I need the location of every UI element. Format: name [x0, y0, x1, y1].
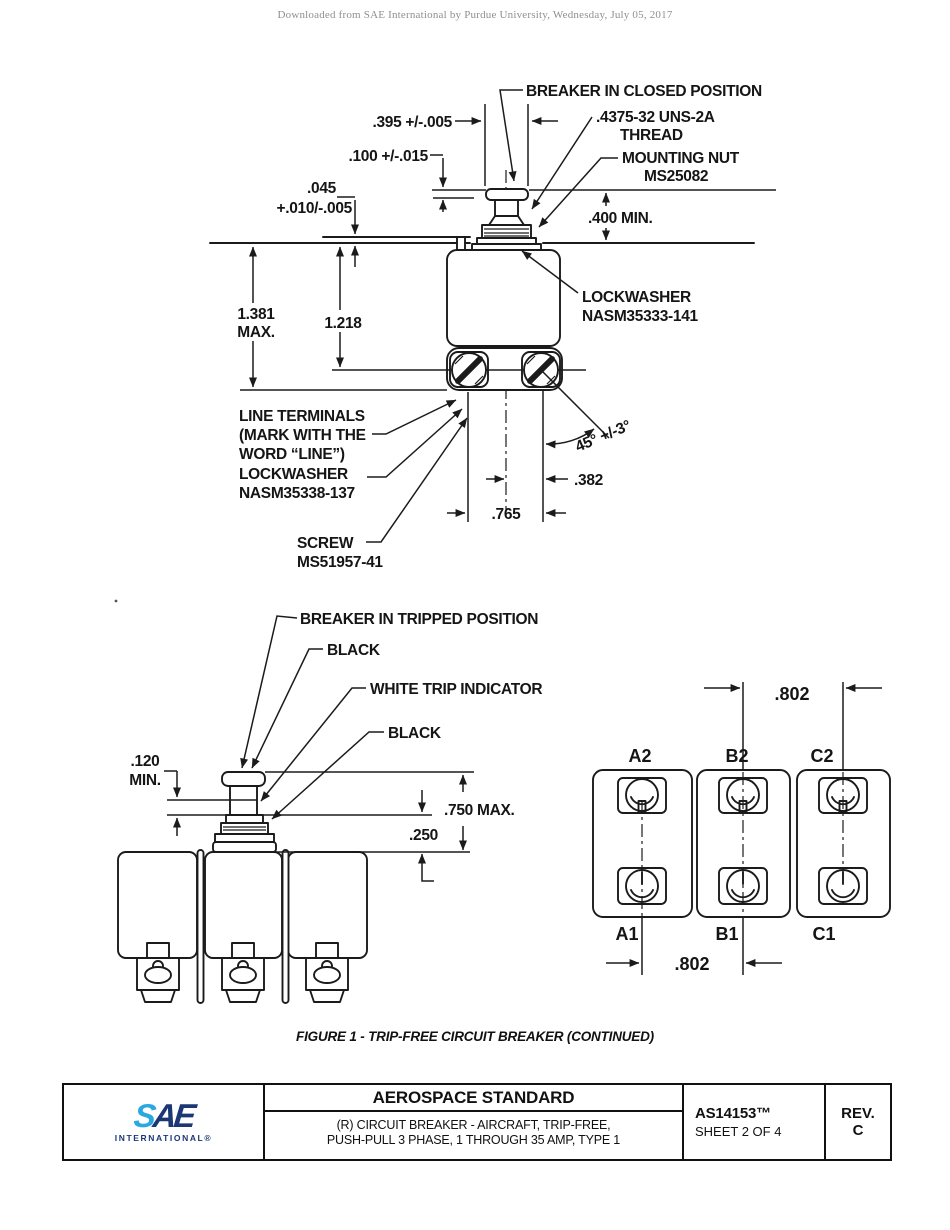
callout-breaker-tripped: BREAKER IN TRIPPED POSITION — [300, 611, 538, 628]
leader-tripped-position — [240, 615, 298, 769]
phase-barrier — [281, 849, 290, 1004]
pole-c — [796, 769, 891, 918]
sae-logo-ae: AE — [151, 1097, 195, 1134]
sae-logo: SAE — [132, 1097, 195, 1134]
terminal-middle — [221, 942, 265, 1003]
terminal-screws-top — [617, 777, 868, 814]
callout-screw-line2: MS51957-41 — [297, 554, 383, 571]
leader-white-indicator — [260, 687, 366, 802]
title-block-center-cell: AEROSPACE STANDARD (R) CIRCUIT BREAKER -… — [263, 1085, 684, 1159]
title-block: SAE INTERNATIONAL® AEROSPACE STANDARD (R… — [62, 1083, 892, 1161]
phase-barrier — [196, 849, 205, 1004]
leader-closed-position — [499, 89, 523, 182]
dim-screw-offset: .382 — [574, 472, 603, 489]
leader-mounting-nut — [538, 157, 618, 228]
leader-black-lower — [271, 731, 384, 820]
figure-1-drawing: BREAKER IN CLOSED POSITION .395 +/-.005 … — [114, 83, 891, 1004]
dim-overall-height-line2: MAX. — [237, 324, 275, 341]
callout-lockwasher-upper-line2: NASM35333-141 — [582, 308, 699, 325]
document-title-line1: (R) CIRCUIT BREAKER - AIRCRAFT, TRIP-FRE… — [336, 1118, 611, 1132]
terminal-label-c1: C1 — [812, 924, 835, 944]
dim-bushing-length: .400 MIN. — [588, 210, 653, 227]
tripped-view-dimensions — [164, 615, 467, 882]
leader-lockwasher-upper — [521, 250, 579, 294]
revision-label: REV. — [841, 1105, 875, 1122]
closed-view: BREAKER IN CLOSED POSITION .395 +/-.005 … — [209, 83, 776, 571]
sae-logo-subtext: INTERNATIONAL® — [114, 1133, 213, 1143]
dim-clearance-line2: MIN. — [129, 772, 161, 789]
terminal-label-c2: C2 — [810, 746, 833, 766]
tripped-view-breaker-drawing — [117, 771, 474, 1004]
title-block-revision-cell: REV. C — [826, 1085, 890, 1159]
dim-screw-spacing: .765 — [492, 506, 522, 523]
callout-line-terminals-line3: WORD “LINE”) — [239, 446, 345, 463]
figure-caption: FIGURE 1 - TRIP-FREE CIRCUIT BREAKER (CO… — [296, 1029, 654, 1044]
callout-lockwasher-lower-line2: NASM35338-137 — [239, 485, 355, 502]
callout-black-upper: BLACK — [327, 642, 381, 659]
terminal-label-b1: B1 — [715, 924, 738, 944]
dim-button-height: .750 MAX. — [444, 802, 515, 819]
callout-line-terminals-line1: LINE TERMINALS — [239, 408, 365, 425]
callout-white-indicator: WHITE TRIP INDICATOR — [370, 681, 542, 698]
dim-knob-width: .395 +/-.005 — [372, 114, 452, 131]
watermark-text: Downloaded from SAE International by Pur… — [277, 9, 673, 21]
tripped-view: BREAKER IN TRIPPED POSITION BLACK WHITE … — [114, 599, 543, 1004]
sheet-number: SHEET 2 OF 4 — [695, 1124, 782, 1139]
leader-screw — [366, 417, 468, 543]
breaker-body — [446, 249, 561, 347]
terminal-label-a1: A1 — [615, 924, 638, 944]
dim-terminal-angle: 45° +/-3° — [573, 417, 633, 456]
dim-pole-spacing-bottom: .802 — [674, 954, 709, 974]
terminal-label-b2: B2 — [725, 746, 748, 766]
callout-mounting-nut-line2: MS25082 — [644, 168, 708, 185]
document-title-line2: PUSH-PULL 3 PHASE, 1 THROUGH 35 AMP, TYP… — [326, 1133, 621, 1147]
terminal-left — [136, 942, 180, 1003]
callout-lockwasher-lower-line1: LOCKWASHER — [239, 466, 348, 483]
title-block-number-cell: AS14153™ SHEET 2 OF 4 — [684, 1085, 826, 1159]
dim-panel-line1: .045 — [307, 180, 337, 197]
title-divider — [265, 1110, 682, 1112]
callout-lockwasher-upper-line1: LOCKWASHER — [582, 289, 691, 306]
dim-step: .100 +/-.015 — [348, 148, 428, 165]
stray-mark — [114, 599, 118, 603]
dim-panel-line2: +.010/-.005 — [276, 200, 352, 217]
dim-overall-height-line1: 1.381 — [237, 306, 275, 323]
bottom-view-drawing — [592, 682, 891, 975]
callout-thread-line2: THREAD — [620, 127, 683, 144]
terminal-screws-bottom — [617, 867, 868, 905]
callout-mounting-nut-line1: MOUNTING NUT — [622, 150, 740, 167]
bottom-view-dimensions — [606, 684, 882, 967]
callout-thread-line1: .4375-32 UNS-2A — [596, 109, 715, 126]
callout-line-terminals-line2: (MARK WITH THE — [239, 427, 366, 444]
standard-type: AEROSPACE STANDARD — [372, 1088, 575, 1107]
dim-clearance-line1: .120 — [131, 753, 160, 770]
closed-view-breaker-drawing — [209, 104, 776, 512]
callout-screw-line1: SCREW — [297, 535, 354, 552]
leader-thread — [531, 116, 593, 210]
revision-value: C — [852, 1122, 864, 1139]
push-button-cap — [485, 188, 529, 201]
leader-line-terminals — [372, 399, 457, 435]
push-button-cap-tripped — [221, 771, 266, 787]
terminal-right — [305, 942, 349, 1003]
leader-lockwasher-lower — [367, 408, 463, 478]
dim-pole-spacing-top: .802 — [774, 684, 809, 704]
title-block-logo-cell: SAE INTERNATIONAL® — [64, 1085, 263, 1159]
closed-view-dimensions — [249, 89, 618, 543]
terminal-label-a2: A2 — [628, 746, 651, 766]
bushing-base — [212, 841, 277, 853]
bottom-view: .802 .802 A2 B2 C2 A1 B1 C1 — [592, 682, 891, 975]
dim-band-height: .250 — [409, 827, 438, 844]
callout-black-lower: BLACK — [388, 725, 442, 742]
leader-black-upper — [251, 648, 323, 769]
dim-body-height: 1.218 — [324, 315, 362, 332]
document-number: AS14153™ — [695, 1105, 771, 1122]
callout-breaker-closed: BREAKER IN CLOSED POSITION — [526, 83, 762, 100]
